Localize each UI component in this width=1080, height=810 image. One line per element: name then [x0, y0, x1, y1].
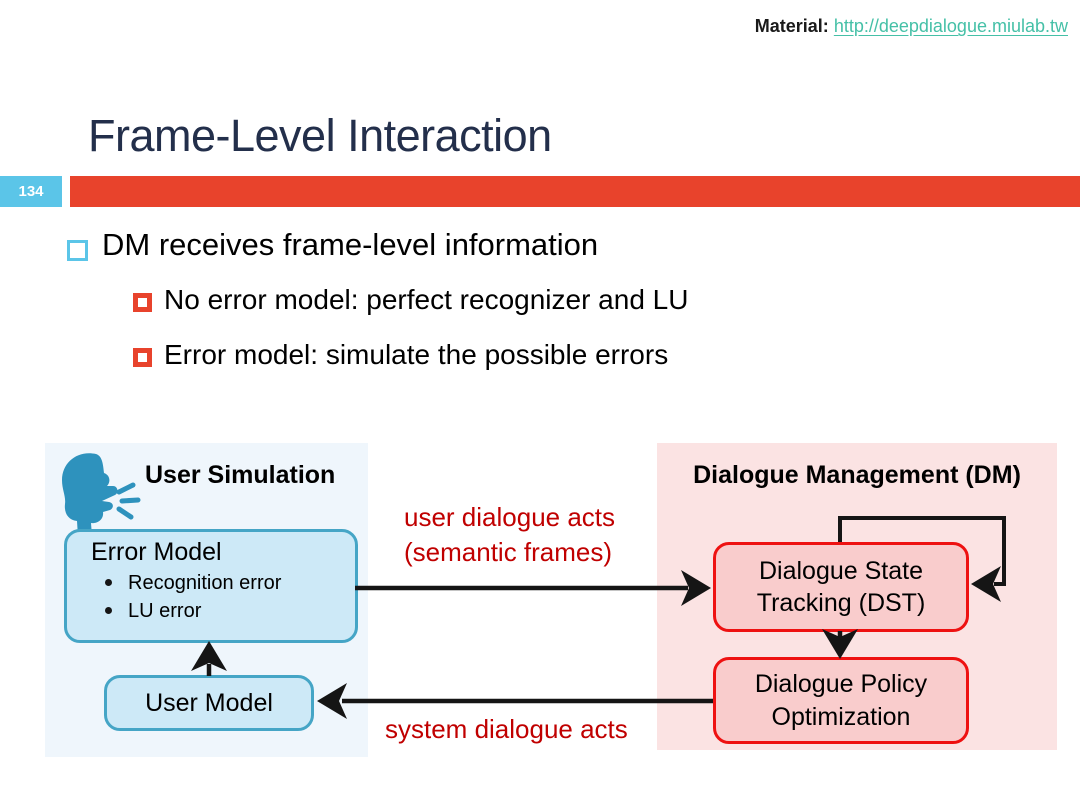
square-filled-bullet-icon	[133, 293, 152, 312]
error-model-box: Error Model Recognition error LU error	[64, 529, 358, 643]
error-model-item: LU error	[91, 600, 355, 623]
bullet-level2-text: Error model: simulate the possible error…	[164, 339, 669, 370]
speaking-head-icon	[62, 453, 141, 543]
page-title: Frame-Level Interaction	[88, 110, 552, 161]
error-model-title: Error Model	[91, 538, 222, 566]
user-model-box: User Model	[104, 675, 314, 731]
dst-box: Dialogue State Tracking (DST)	[713, 542, 969, 632]
dialogue-management-title: Dialogue Management (DM)	[693, 461, 1021, 489]
page-number-badge: 134	[0, 176, 62, 207]
error-model-item-text: Recognition error	[128, 572, 282, 594]
bullet-level2-item: No error model: perfect recognizer and L…	[133, 284, 688, 316]
bullet-level2-item: Error model: simulate the possible error…	[133, 339, 668, 371]
policy-box: Dialogue Policy Optimization	[713, 657, 969, 744]
error-model-item-text: LU error	[128, 600, 202, 622]
user-dialogue-acts-label: user dialogue acts (semantic frames)	[404, 500, 615, 570]
user-dialogue-acts-line2: (semantic frames)	[404, 537, 613, 568]
bullet-level1-text: DM receives frame-level information	[102, 227, 599, 262]
dst-label: Dialogue State Tracking (DST)	[756, 556, 926, 618]
material-link[interactable]: http://deepdialogue.miulab.tw	[833, 16, 1068, 36]
error-model-item: Recognition error	[91, 572, 355, 595]
user-simulation-title: User Simulation	[145, 461, 336, 489]
bullet-level1: DM receives frame-level information	[67, 227, 598, 263]
dot-bullet-icon	[105, 579, 112, 586]
system-dialogue-acts-label: system dialogue acts	[385, 714, 628, 744]
user-model-label: User Model	[145, 688, 273, 717]
dot-bullet-icon	[105, 607, 112, 614]
square-filled-bullet-icon	[133, 348, 152, 367]
accent-bar	[70, 176, 1080, 207]
user-dialogue-acts-line1: user dialogue acts	[404, 502, 616, 532]
material-line: Material: http://deepdialogue.miulab.tw	[755, 16, 1068, 37]
material-label: Material:	[754, 16, 829, 36]
bullet-level2-text: No error model: perfect recognizer and L…	[164, 284, 689, 315]
square-outline-bullet-icon	[67, 240, 88, 261]
policy-label: Dialogue Policy Optimization	[754, 670, 928, 731]
